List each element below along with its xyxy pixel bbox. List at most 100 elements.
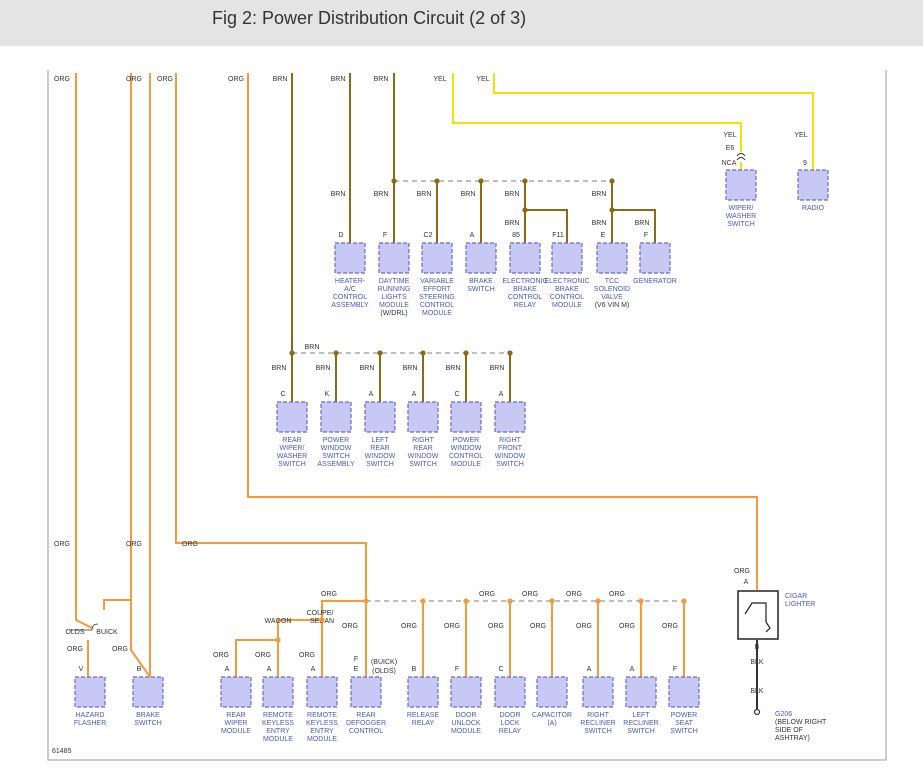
wire-label: BRN [273, 76, 288, 83]
component-generator [639, 242, 671, 274]
component-label: KEYLESS [262, 720, 294, 727]
component-label: STEERING [419, 294, 455, 301]
wire-label: BRN [305, 344, 320, 351]
splice-dot [522, 207, 528, 213]
component-label: LEFT [632, 712, 650, 719]
component-drl [378, 242, 410, 274]
wire-label: ORG [619, 623, 635, 630]
pin-label: A [630, 666, 635, 673]
wire-label: WAGON [265, 618, 292, 625]
component-label: RUNNING [378, 286, 411, 293]
wire-label: (BUICK) [371, 659, 397, 666]
component-label: BRAKE [513, 286, 537, 293]
wire-label: BRN [331, 191, 346, 198]
splice-dot [609, 207, 615, 213]
component-ebcr [509, 242, 541, 274]
component-label: MODULE [263, 736, 293, 743]
component-label: ENTRY [310, 728, 334, 735]
component-label: LIGHTER [785, 601, 815, 608]
wire-label: BRN [446, 365, 461, 372]
wire-label: ORG [67, 646, 83, 653]
component-door_unlock [450, 676, 482, 708]
component-note: (W/DRL) [380, 310, 407, 317]
component-label: RECLINER [623, 720, 658, 727]
component-label: ELECTRONIC [544, 278, 589, 285]
component-label: RELAY [514, 302, 537, 309]
ground-label: G206 [775, 711, 792, 718]
component-wiper_washer [725, 169, 757, 201]
component-label: REMOTE [263, 712, 293, 719]
wire-label: ORG [213, 652, 229, 659]
splice-dot [319, 617, 325, 623]
wire-org [277, 619, 322, 677]
component-label: RADIO [802, 205, 825, 212]
connector-symbol [736, 153, 746, 157]
wire-label: BLK [750, 688, 764, 695]
wire-label: COUPE/ [307, 610, 334, 617]
wire-label: ORG [734, 568, 750, 575]
component-label: FRONT [498, 445, 523, 452]
wire-label: BRN [505, 191, 520, 198]
component-label: WASHER [726, 213, 756, 220]
wire-label: BRN [592, 191, 607, 198]
org-feed-cigar [247, 73, 758, 590]
wire-label: ORG [444, 623, 460, 630]
wire-label: ORG [479, 591, 495, 598]
cigar-element-symbol [765, 621, 771, 633]
pin-label: A [225, 666, 230, 673]
pin-label: A [587, 666, 592, 673]
component-label: A/C [344, 286, 356, 293]
wire-label: BRN [360, 365, 375, 372]
wire-label: ORG [182, 541, 198, 548]
component-label: DOOR [500, 712, 521, 719]
wire-label: ORG [54, 541, 70, 548]
component-label: LOCK [500, 720, 519, 727]
component-label: EFFORT [423, 286, 452, 293]
component-label: REMOTE [307, 712, 337, 719]
component-tcc [596, 242, 628, 274]
org-branch-sedan [321, 600, 366, 677]
component-brake_sw_top [465, 242, 497, 274]
wire-label: BRN [635, 220, 650, 227]
wire-label: BUICK [96, 629, 118, 636]
component-label: HEATER- [335, 278, 366, 285]
pin-label: F [644, 232, 648, 239]
wire-label: ORG [126, 76, 142, 83]
pin-label: A [267, 666, 272, 673]
wire-label: (OLDS) [372, 668, 396, 675]
component-heater [334, 242, 366, 274]
component-rke1 [262, 676, 294, 708]
component-label: RELAY [499, 728, 522, 735]
component-label: CONTROL [333, 294, 367, 301]
component-lr_window [364, 401, 396, 433]
wire-label: ORG [488, 623, 504, 630]
org-feed-bottom [175, 73, 367, 601]
pin-label: F [354, 656, 358, 663]
title-bar: Fig 2: Power Distribution Circuit (2 of … [0, 0, 923, 46]
component-label: BRAKE [136, 712, 160, 719]
component-pw_switch [320, 401, 352, 433]
component-label: DAYTIME [379, 278, 410, 285]
wire-label: YEL [794, 132, 807, 139]
component-label: CONTROL [349, 728, 383, 735]
wire-label: E6 [726, 145, 735, 152]
component-label: KEYLESS [306, 720, 338, 727]
wire-label: ORG [576, 623, 592, 630]
component-label: WINDOW [408, 453, 439, 460]
component-release [407, 676, 439, 708]
component-rear_wiper_mod [220, 676, 252, 708]
component-label: VARIABLE [420, 278, 454, 285]
component-label: VALVE [601, 294, 623, 301]
component-label: SWITCH [278, 461, 306, 468]
pin-label: B [412, 666, 417, 673]
wire-label: BRN [490, 365, 505, 372]
component-label: REAR [226, 712, 245, 719]
pin-label: A [412, 391, 417, 398]
wire-label: ORG [321, 591, 337, 598]
component-label: BRAKE [469, 278, 493, 285]
component-label: WIPER [225, 720, 248, 727]
component-label: BRAKE [555, 286, 579, 293]
component-label: MODULE [307, 736, 337, 743]
component-label: WASHER [277, 453, 307, 460]
wire-label: BRN [403, 365, 418, 372]
